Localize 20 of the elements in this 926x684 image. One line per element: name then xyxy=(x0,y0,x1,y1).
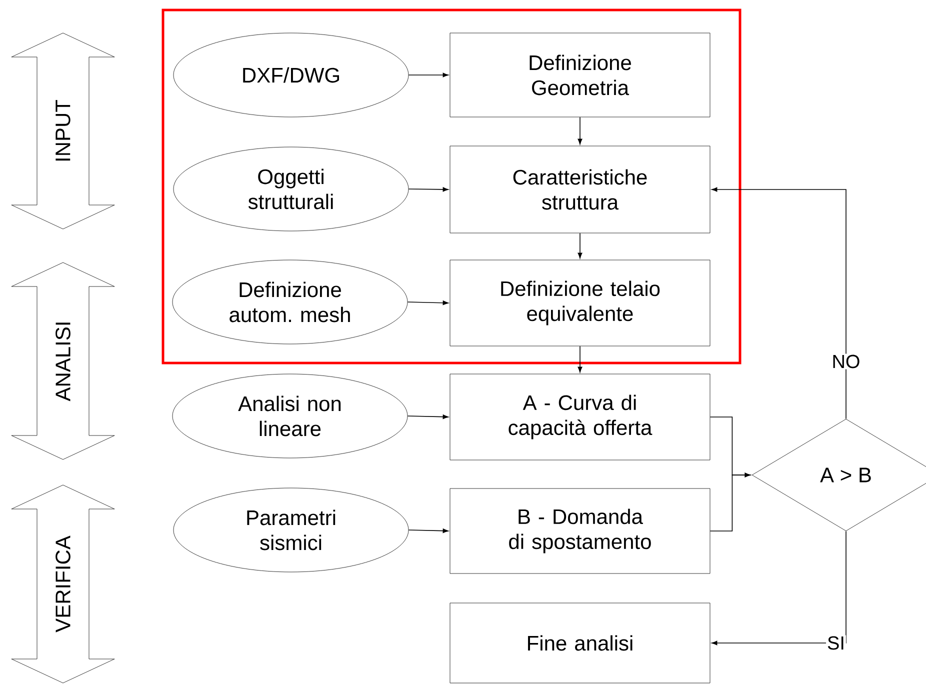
arrow xyxy=(712,187,846,420)
process-box: Fine analisi xyxy=(450,602,710,684)
process-box: Caratteristiche struttura xyxy=(450,146,710,234)
edge-label: SI xyxy=(826,635,846,651)
process-box: B - Domanda di spostamento xyxy=(450,488,710,574)
arrow xyxy=(578,232,582,258)
arrow xyxy=(578,116,582,144)
arrow xyxy=(710,472,750,532)
arrow xyxy=(712,530,846,646)
arrow xyxy=(578,346,582,372)
arrow xyxy=(408,528,448,534)
arrow xyxy=(407,300,448,306)
process-box: Definizione telaio equivalente xyxy=(450,260,710,346)
process-box: Definizione Geometria xyxy=(450,32,710,118)
edge-label: NO xyxy=(830,354,862,370)
arrow xyxy=(407,414,448,420)
arrow xyxy=(408,187,448,192)
arrow xyxy=(408,72,448,78)
group-frame xyxy=(162,8,742,364)
process-box: A - Curva di capacità offerta xyxy=(450,374,710,460)
